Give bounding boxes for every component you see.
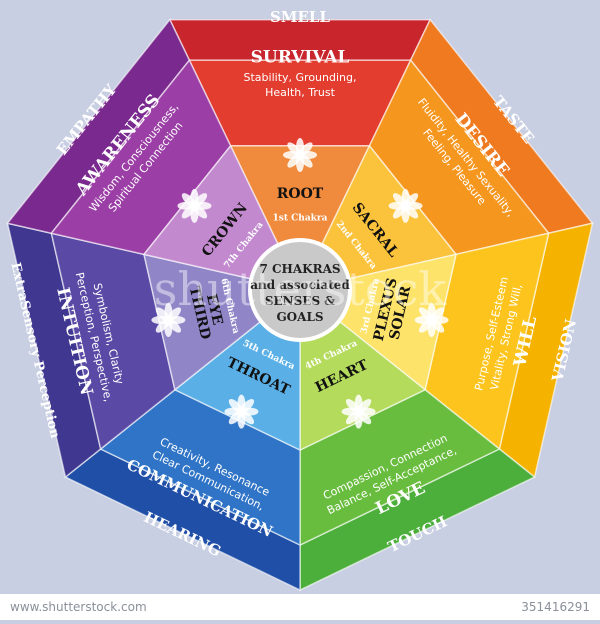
chakra-name-root: ROOT	[277, 186, 324, 202]
chakra-number-root: 1st Chakra	[273, 214, 328, 224]
center-circle: 7 CHAKRAS and associated SENSES & GOALS	[248, 238, 352, 342]
mandala-sacral-icon	[388, 188, 423, 223]
goal-label-root: SURVIVAL	[251, 48, 350, 68]
mandala-heart-icon	[341, 394, 376, 429]
goal-desc-root-line-2: Health, Trust	[265, 86, 335, 99]
watermark-text: shutterstock	[154, 262, 448, 316]
sense-label-root: SMELL	[270, 8, 330, 26]
mandala-crown-icon	[177, 188, 212, 223]
center-line-2: and associated	[250, 278, 350, 292]
center-line-4: GOALS	[276, 310, 323, 324]
chakra-name-third-eye-line-2: EYE	[203, 293, 226, 327]
footer-image-id: 351416291	[521, 600, 590, 614]
mandala-throat-icon	[224, 394, 259, 429]
center-line-3: SENSES &	[265, 294, 335, 308]
footer-bar: www.shutterstock.com 351416291	[0, 594, 600, 620]
center-line-1: 7 CHAKRAS	[259, 262, 340, 276]
goal-desc-root-line-1: Stability, Grounding,	[244, 71, 357, 84]
mandala-third-eye-icon	[151, 303, 186, 338]
mandala-solar-icon	[414, 303, 449, 338]
sectors-layer	[6, 18, 594, 592]
mandala-root-icon	[283, 138, 317, 172]
footer-site: www.shutterstock.com	[10, 600, 147, 614]
